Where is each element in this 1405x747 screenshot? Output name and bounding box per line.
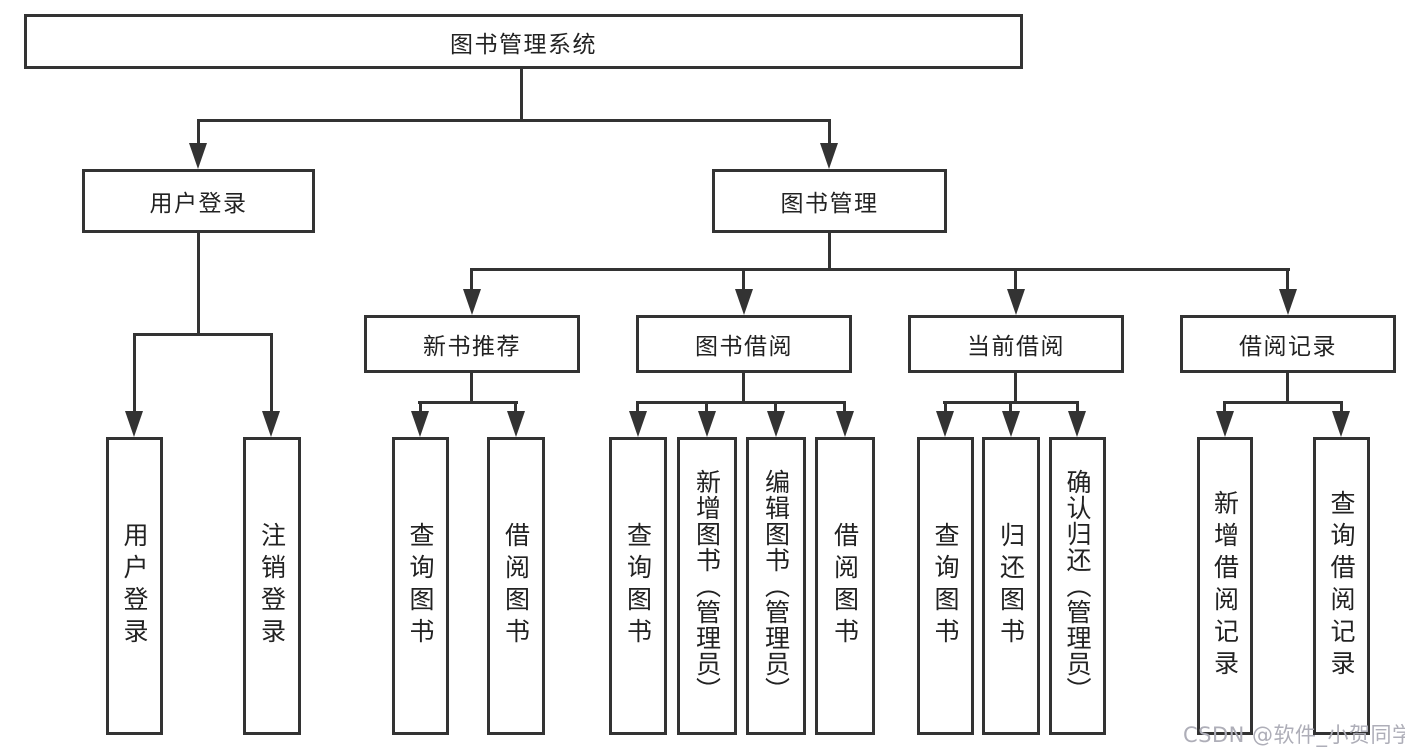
connector-user-login-rail — [133, 333, 273, 336]
connector-line — [1076, 401, 1079, 413]
connector-line — [705, 401, 708, 413]
arrowhead-icon — [1007, 289, 1025, 315]
leaf-borrow-book: 借阅图书 — [815, 437, 875, 735]
leaf-query-book-recommend: 查询图书 — [392, 437, 449, 735]
arrowhead-icon — [1002, 411, 1020, 437]
arrowhead-icon — [1216, 411, 1234, 437]
connector-level3-rail — [470, 268, 1290, 271]
arrowhead-icon — [836, 411, 854, 437]
node-current-borrow: 当前借阅 — [908, 315, 1124, 373]
arrowhead-icon — [1068, 411, 1086, 437]
leaf-query-borrow-record: 查询借阅记录 — [1313, 437, 1370, 735]
connector-new-book-rail — [418, 401, 518, 404]
arrowhead-icon — [411, 411, 429, 437]
connector-line — [1223, 401, 1226, 413]
arrowhead-icon — [767, 411, 785, 437]
arrowhead-icon — [1332, 411, 1350, 437]
node-book-borrow: 图书借阅 — [636, 315, 852, 373]
leaf-borrow-book-recommend: 借阅图书 — [487, 437, 545, 735]
connector-line — [419, 401, 422, 413]
leaf-query-book-current: 查询图书 — [917, 437, 974, 735]
connector-borrow-records-stub — [1286, 373, 1289, 404]
connector-new-book-stub — [470, 373, 473, 404]
arrowhead-icon — [189, 143, 207, 169]
leaf-add-book-admin: 新增图书（管理员） — [677, 437, 737, 735]
connector-line — [636, 401, 639, 413]
arrowhead-icon — [262, 411, 280, 437]
connector-line — [1340, 401, 1343, 413]
leaf-user-login: 用户登录 — [106, 437, 163, 735]
connector-line — [1286, 268, 1289, 292]
connector-line — [470, 268, 473, 292]
arrowhead-icon — [698, 411, 716, 437]
connector-line — [843, 401, 846, 413]
leaf-confirm-return-admin: 确认归还（管理员） — [1049, 437, 1106, 735]
connector-level2-rail — [197, 119, 831, 122]
connector-line — [774, 401, 777, 413]
leaf-return-book: 归还图书 — [982, 437, 1040, 735]
arrowhead-icon — [936, 411, 954, 437]
node-new-book-recommend: 新书推荐 — [364, 315, 580, 373]
arrowhead-icon — [463, 289, 481, 315]
node-user-login: 用户登录 — [82, 169, 315, 233]
connector-book-mgmt-stub — [828, 233, 831, 271]
connector-line — [1014, 268, 1017, 292]
arrowhead-icon — [125, 411, 143, 437]
arrowhead-icon — [1279, 289, 1297, 315]
csdn-watermark: CSDN @软件_小贺同学 — [1183, 723, 1405, 747]
connector-line — [742, 268, 745, 292]
connector-root-stub — [520, 69, 523, 121]
node-borrow-records: 借阅记录 — [1180, 315, 1396, 373]
connector-line — [197, 119, 200, 147]
node-root: 图书管理系统 — [24, 14, 1023, 69]
arrowhead-icon — [820, 143, 838, 169]
connector-line — [133, 333, 136, 413]
connector-user-login-stub — [197, 233, 200, 336]
connector-book-borrow-stub — [742, 373, 745, 404]
connector-line — [828, 119, 831, 147]
connector-current-borrow-stub — [1014, 373, 1017, 404]
leaf-logout: 注销登录 — [243, 437, 301, 735]
connector-book-borrow-rail — [636, 401, 846, 404]
connector-borrow-records-rail — [1223, 401, 1343, 404]
leaf-edit-book-admin: 编辑图书（管理员） — [746, 437, 806, 735]
leaf-add-borrow-record: 新增借阅记录 — [1197, 437, 1253, 735]
connector-line — [1009, 401, 1012, 413]
node-book-management: 图书管理 — [712, 169, 947, 233]
leaf-query-book-borrow: 查询图书 — [609, 437, 667, 735]
arrowhead-icon — [507, 411, 525, 437]
arrowhead-icon — [629, 411, 647, 437]
connector-line — [514, 401, 517, 413]
arrowhead-icon — [735, 289, 753, 315]
connector-line — [270, 333, 273, 413]
connector-line — [944, 401, 947, 413]
